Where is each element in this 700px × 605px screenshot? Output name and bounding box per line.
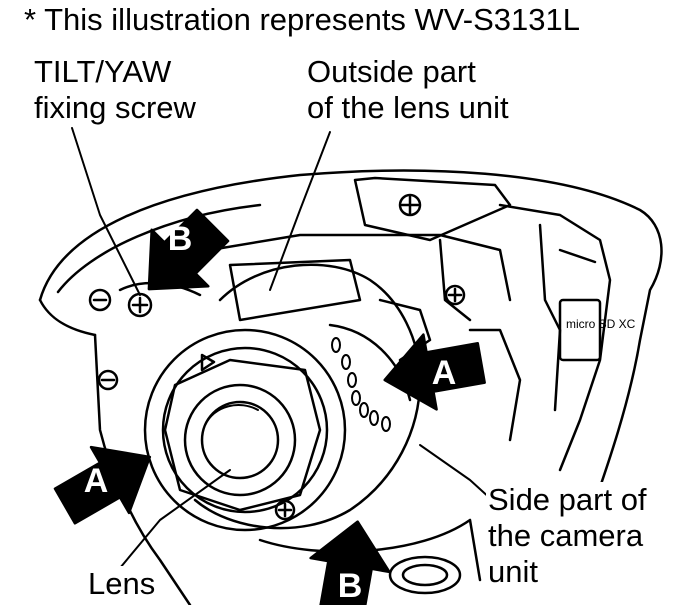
arrow-b-lower-letter: B [338, 567, 363, 605]
lens-ring-mid [161, 346, 329, 514]
lens-unit-top [228, 258, 362, 322]
leader-side-part [419, 444, 493, 501]
arrow-b-upper: B [147, 208, 230, 291]
label-tilt-yaw-screw-line1: TILT/YAW [34, 54, 172, 89]
label-tilt-yaw-screw: TILT/YAW fixing screw [32, 54, 198, 126]
arrow-b-upper-letter: B [168, 220, 193, 258]
bracket-screw [398, 193, 422, 217]
leader-outside-part [269, 131, 331, 291]
lens-marker [200, 353, 216, 372]
left-screw-1 [88, 288, 112, 312]
housing-inner-left [56, 203, 262, 294]
front-screw [274, 499, 296, 521]
illustration-note: * This illustration represents WV-S3131L [24, 2, 580, 37]
leader-lens [119, 469, 231, 569]
arrow-a-lower: A [53, 445, 152, 525]
tilt-scale [331, 337, 391, 432]
label-side-part-line1: Side part of [488, 482, 647, 517]
housing-rim [38, 298, 97, 337]
sd-slot [558, 298, 602, 362]
label-side-part-line3: unit [488, 554, 538, 589]
inner-frame-right [498, 203, 612, 472]
label-outside-part: Outside part of the lens unit [305, 54, 511, 126]
lens-glass-outer [183, 383, 297, 497]
label-side-part: Side part of the camera unit [486, 482, 649, 590]
arrow-b-lower: B [309, 520, 391, 605]
leader-tilt-screw [71, 127, 141, 296]
top-bracket [353, 176, 512, 242]
sd-slot-marking: micro SD XC [566, 317, 636, 331]
label-outside-part-line1: Outside part [307, 54, 476, 89]
label-side-part-line2: the camera [488, 518, 644, 553]
lower-port [388, 555, 462, 595]
lens-ring-outer [143, 328, 347, 532]
lens-holder [163, 358, 322, 512]
lens-glass-inner [200, 400, 280, 480]
rear-screw [444, 284, 466, 306]
label-outside-part-line2: of the lens unit [307, 90, 509, 125]
arrow-a-lower-letter: A [84, 462, 109, 500]
arrow-a-right: A [383, 333, 486, 411]
arrow-a-right-letter: A [432, 354, 457, 392]
label-tilt-yaw-screw-line2: fixing screw [34, 90, 196, 125]
label-lens: Lens [86, 566, 158, 602]
housing-outline [38, 169, 663, 562]
lens-unit-shell [193, 263, 422, 530]
left-screw-2 [97, 369, 119, 391]
